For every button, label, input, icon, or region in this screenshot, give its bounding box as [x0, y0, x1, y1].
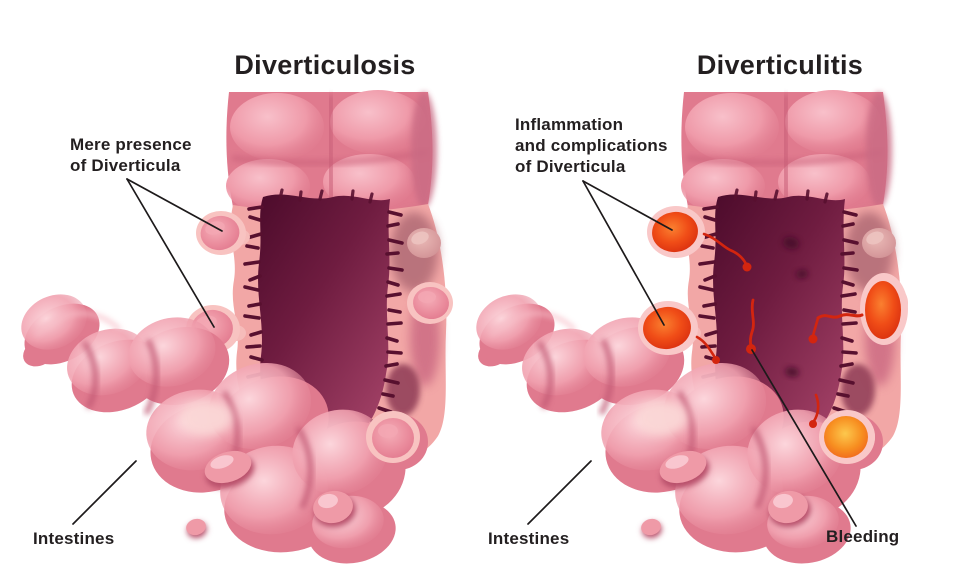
inflamed-diverticulum — [638, 301, 698, 355]
blood-drip — [695, 335, 720, 364]
lumen-dark-spot — [783, 236, 799, 250]
title-diverticulosis: Diverticulosis — [234, 50, 416, 80]
leader-line-inflamed-upper — [582, 180, 673, 231]
label-inflammation-complications: Inflammation and complications of Divert… — [515, 115, 668, 176]
label-mere-presence-of-diverticula: Mere presence of Diverticula — [70, 135, 192, 175]
leader-line-diverticula-upper-left — [126, 178, 223, 232]
label-intestines-left: Intestines — [33, 529, 115, 548]
leader-line-bleeding — [751, 349, 857, 527]
inflamed-diverticulum — [808, 273, 908, 345]
lumen-dark-spot — [796, 269, 808, 279]
label-bleeding: Bleeding — [826, 527, 900, 546]
leader-line-diverticula-lower-left — [126, 178, 215, 328]
lumen-dark-spot — [785, 366, 799, 378]
inflammation-overlay — [638, 206, 908, 464]
title-diverticulitis: Diverticulitis — [696, 50, 864, 80]
blood-drip — [702, 232, 752, 272]
leader-line-intestines-right — [527, 460, 592, 525]
leader-line-intestines-left — [72, 460, 137, 525]
inflamed-diverticulum-orange — [819, 410, 875, 464]
label-intestines-right: Intestines — [488, 529, 570, 548]
leader-lines — [72, 178, 857, 527]
leader-line-inflamed-lower — [582, 180, 665, 326]
blood-vessel — [816, 313, 864, 320]
inflamed-diverticulum — [647, 206, 705, 258]
blood-drip — [809, 393, 820, 428]
